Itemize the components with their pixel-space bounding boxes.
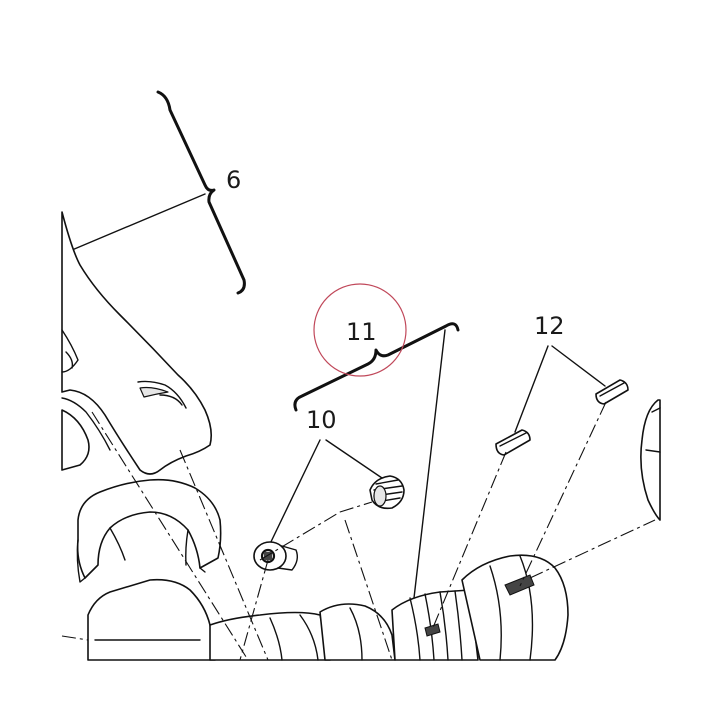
callout-11[interactable]: 11 (346, 318, 377, 346)
crankshaft (87, 554, 569, 661)
bracket-6 (71, 90, 246, 295)
callout-12[interactable]: 12 (534, 312, 565, 340)
connecting-rod (61, 211, 212, 475)
leaders-12 (514, 345, 606, 433)
callout-6[interactable]: 6 (226, 166, 241, 194)
key-rear (595, 379, 629, 405)
bracket-11 (293, 322, 460, 599)
leaders-10 (267, 439, 383, 549)
key-front (495, 429, 531, 456)
plug-screw-front (253, 541, 299, 571)
bearing-shell-upper (76, 478, 222, 583)
plug-screw-rear (369, 475, 405, 510)
assembly-centerlines (61, 401, 656, 661)
timing-gear-partial (640, 399, 661, 521)
highlight-ring-11 (313, 283, 407, 377)
callout-10[interactable]: 10 (306, 406, 337, 434)
rod-cap (61, 409, 90, 471)
